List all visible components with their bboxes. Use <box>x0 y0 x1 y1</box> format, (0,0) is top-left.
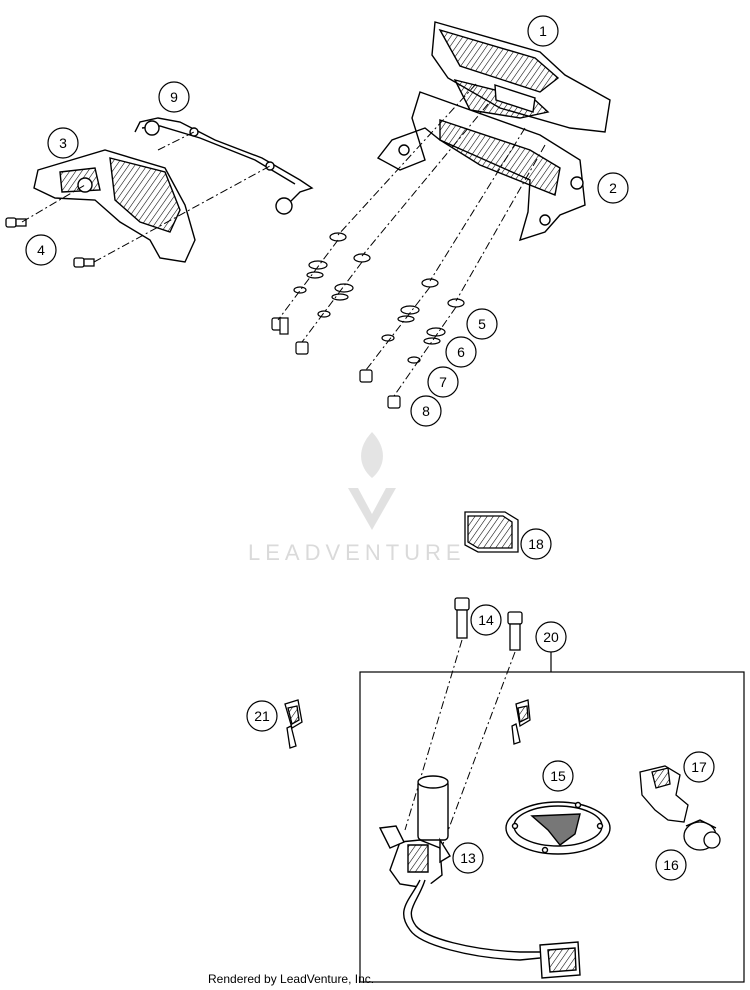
footer-credit: Rendered by LeadVenture, Inc. <box>208 972 375 986</box>
lock-cylinder-part-16 <box>683 819 721 851</box>
callout-label-4: 4 <box>37 242 45 258</box>
lock-bracket-part-17 <box>639 765 689 823</box>
bolts-part-14 <box>454 597 523 651</box>
callouts <box>25 15 715 881</box>
callout-label-6: 6 <box>457 344 465 360</box>
wire-bracket <box>134 117 314 215</box>
assembly-lines-top <box>21 83 546 397</box>
callout-label-20: 20 <box>543 629 559 645</box>
callout-14 <box>470 604 502 636</box>
callout-9 <box>158 81 190 113</box>
watermark-text: LEADVENTURE <box>248 540 466 565</box>
callout-6 <box>445 336 477 368</box>
callout-label-18: 18 <box>528 536 544 552</box>
callout-label-16: 16 <box>663 857 679 873</box>
key-icon <box>511 699 531 745</box>
callout-20 <box>535 621 567 653</box>
callout-4 <box>25 234 57 266</box>
callout-16 <box>655 849 687 881</box>
callout-18 <box>520 528 552 560</box>
callout-15 <box>542 760 574 792</box>
callout-labels: 1 2 3 4 5 6 7 8 9 13 14 15 16 17 18 20 2… <box>37 23 707 873</box>
callout-17 <box>683 751 715 783</box>
callout-1 <box>527 15 559 47</box>
connector-part-18 <box>464 511 519 553</box>
callout-label-17: 17 <box>691 759 707 775</box>
callout-label-3: 3 <box>59 135 67 151</box>
screw-part-4 <box>5 217 95 268</box>
callout-13 <box>452 842 484 874</box>
callout-8 <box>410 395 442 427</box>
callout-label-7: 7 <box>439 374 447 390</box>
callout-label-14: 14 <box>478 612 494 628</box>
callout-label-5: 5 <box>478 316 486 332</box>
callout-7 <box>427 366 459 398</box>
assembly-box-20 <box>359 671 745 983</box>
key-part-21 <box>284 699 303 749</box>
ignition-switch <box>378 775 581 979</box>
callout-2 <box>597 172 629 204</box>
callout-label-15: 15 <box>550 768 566 784</box>
callout-5 <box>466 308 498 340</box>
callout-label-1: 1 <box>539 23 547 39</box>
callout-label-8: 8 <box>422 403 430 419</box>
callout-label-9: 9 <box>170 89 178 105</box>
watermark-logo: LEADVENTURE <box>248 432 466 565</box>
callout-label-2: 2 <box>609 180 617 196</box>
callout-label-13: 13 <box>460 850 476 866</box>
side-cover <box>33 149 196 263</box>
callout-label-21: 21 <box>254 708 270 724</box>
instrument-cluster <box>431 21 611 133</box>
cluster-bracket <box>376 91 586 242</box>
callout-21 <box>246 700 278 732</box>
fuel-cap <box>505 801 611 855</box>
callout-3 <box>47 127 79 159</box>
